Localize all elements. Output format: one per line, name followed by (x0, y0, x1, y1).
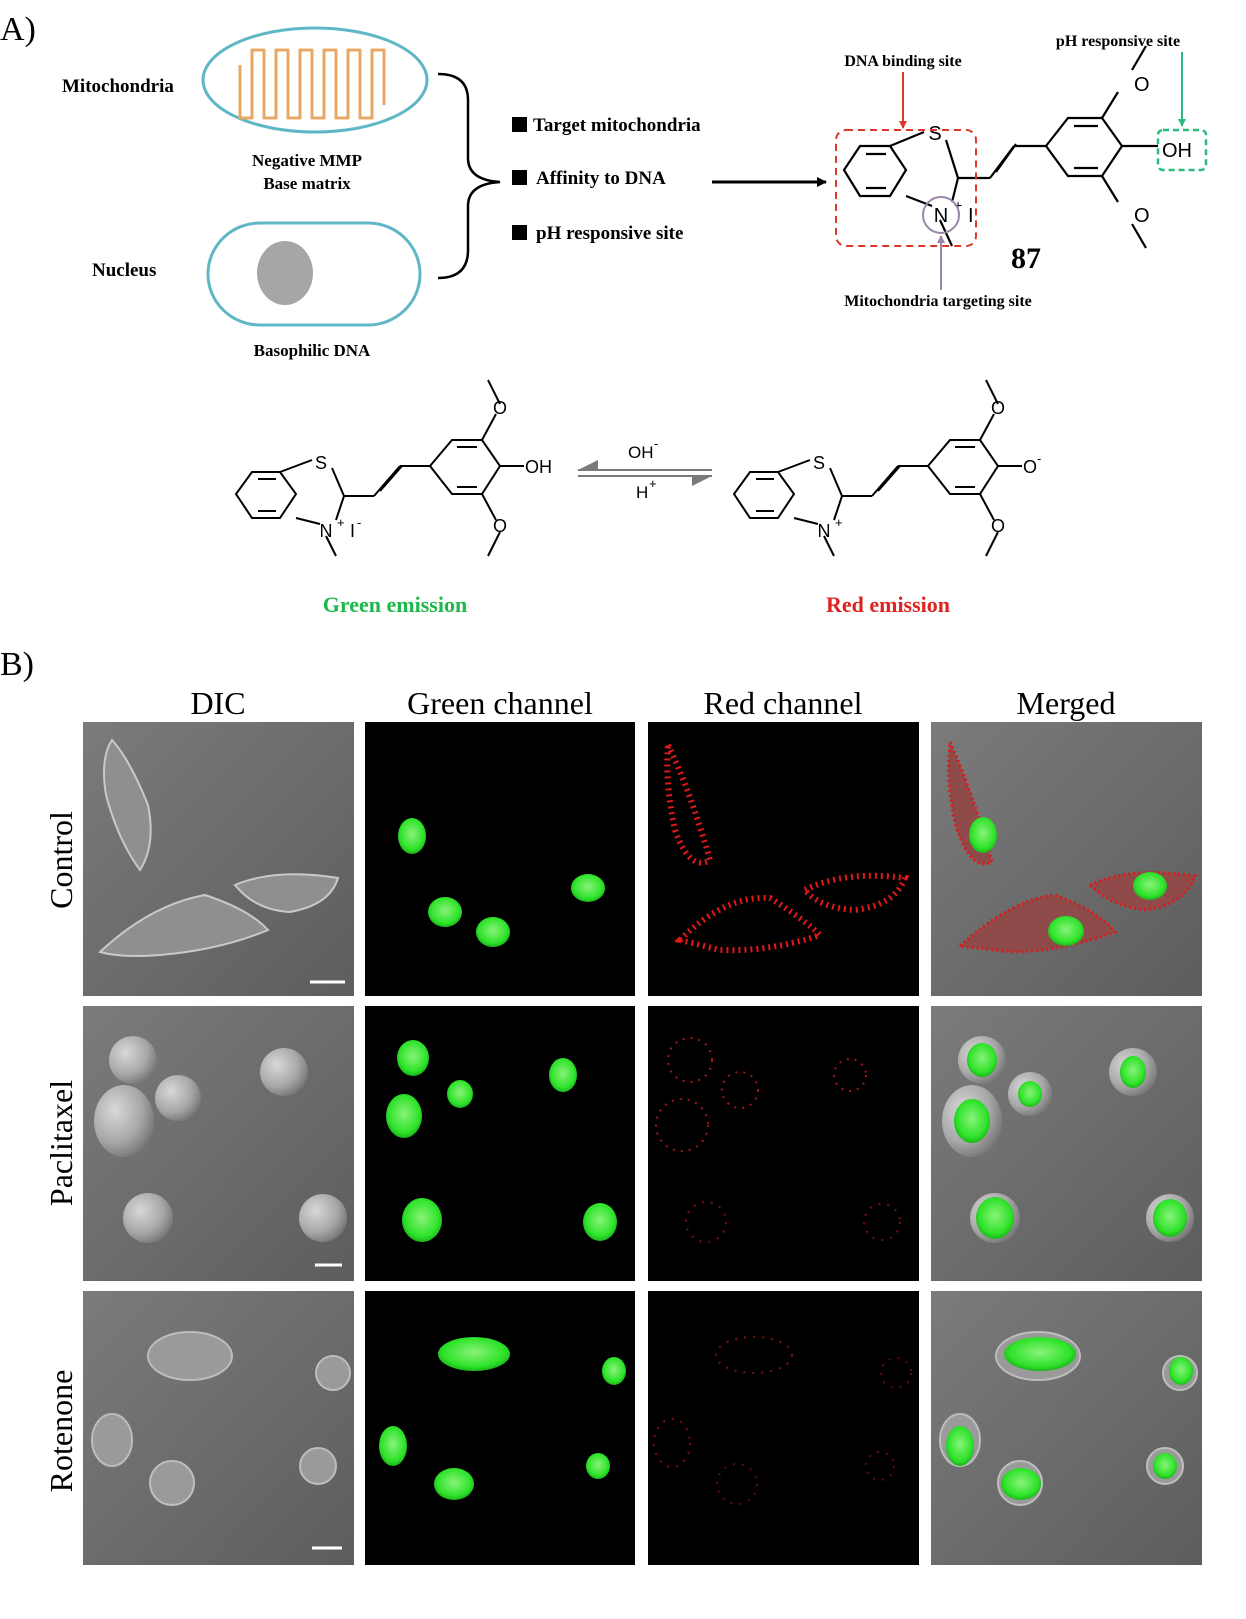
nucleus-illustration (206, 221, 422, 327)
ph-site-box (1156, 128, 1208, 172)
probe-atom-s: S (928, 123, 941, 145)
image-control-red (648, 722, 919, 996)
red-emission-label: Red emission (826, 592, 950, 617)
row-label: Control (43, 811, 79, 909)
panel-b-label: B) (0, 646, 34, 683)
image-paclitaxel-merged (931, 1006, 1202, 1281)
probe-hydroxyl: OH (1162, 140, 1192, 162)
image-rotenone-red (648, 1291, 919, 1565)
phenoxide-oxygen-charge: - (1037, 451, 1041, 466)
phenol-form-structure (234, 379, 524, 557)
probe-charge-plus: + (954, 197, 962, 213)
probe-87-structure (842, 45, 1158, 249)
column-header: DIC (190, 685, 245, 721)
reverse-reagent: H (636, 483, 648, 502)
equilibrium-arrows (578, 460, 712, 486)
panel-a-label: A) (0, 11, 36, 48)
mitochondria-label: Mitochondria (62, 76, 174, 97)
grouping-brace (437, 72, 501, 280)
mito-targeting-site-label: Mitochondria targeting site (844, 293, 1032, 310)
phenol-counter-ion: I (350, 521, 355, 541)
image-paclitaxel-dic (83, 1006, 354, 1281)
image-rotenone-merged (931, 1291, 1202, 1565)
probe-methoxy-o-top: O (1134, 74, 1150, 96)
feature-item: pH responsive site (536, 223, 683, 244)
image-control-dic (83, 722, 354, 996)
probe-atom-n: N (934, 205, 948, 227)
image-rotenone-dic (83, 1291, 354, 1565)
image-paclitaxel-green (365, 1006, 635, 1281)
feature-item: Target mitochondria (533, 115, 701, 136)
image-control-green (365, 722, 635, 996)
phenol-atom-s: S (315, 453, 327, 473)
phenoxide-charge-plus: + (835, 515, 843, 530)
ph-responsive-site-label: pH responsive site (1056, 33, 1180, 50)
probe-compound-number: 87 (1011, 242, 1041, 275)
phenol-methoxy-o-bottom: O (493, 516, 507, 536)
green-emission-label: Green emission (323, 592, 467, 617)
phenol-hydroxyl: OH (525, 457, 552, 477)
phenoxide-atom-s: S (813, 453, 825, 473)
probe-counter-ion: I (968, 205, 974, 227)
column-header: Red channel (703, 685, 862, 721)
phenoxide-atom-n: N (818, 521, 831, 541)
phenoxide-form-structure (732, 379, 1022, 557)
forward-reagent: OH (628, 443, 654, 462)
nucleus-note: Basophilic DNA (254, 341, 371, 360)
phenoxide-oxygen: O (1023, 457, 1037, 477)
phenoxide-methoxy-o-bottom: O (991, 516, 1005, 536)
forward-reagent-charge: - (654, 436, 658, 451)
micrograph-grid (83, 722, 1202, 1565)
phenol-counter-charge: - (357, 515, 361, 530)
row-label: Rotenone (43, 1370, 79, 1493)
image-control-merged (931, 722, 1202, 996)
nucleus-label: Nucleus (92, 260, 156, 281)
image-rotenone-green (365, 1291, 635, 1565)
phenoxide-methoxy-o-top: O (991, 398, 1005, 418)
feature-list: Target mitochondria Affinity to DNA pH r… (512, 115, 701, 244)
row-label: Paclitaxel (43, 1080, 79, 1206)
mitochondrion-illustration (201, 26, 429, 134)
feature-item: Affinity to DNA (536, 168, 666, 189)
mito-note-mmp: Negative MMP (252, 151, 362, 170)
phenol-atom-n: N (320, 521, 333, 541)
image-paclitaxel-red (648, 1006, 919, 1281)
probe-methoxy-o-bottom: O (1134, 205, 1150, 227)
mito-note-matrix: Base matrix (263, 174, 351, 193)
column-header: Green channel (407, 685, 593, 721)
reverse-reagent-charge: + (649, 476, 657, 491)
column-header: Merged (1017, 685, 1116, 721)
dna-binding-site-label: DNA binding site (844, 53, 961, 70)
dna-binding-box (835, 129, 977, 247)
mito-site-ring (922, 196, 960, 234)
phenol-charge-plus: + (337, 515, 345, 530)
phenol-methoxy-o-top: O (493, 398, 507, 418)
